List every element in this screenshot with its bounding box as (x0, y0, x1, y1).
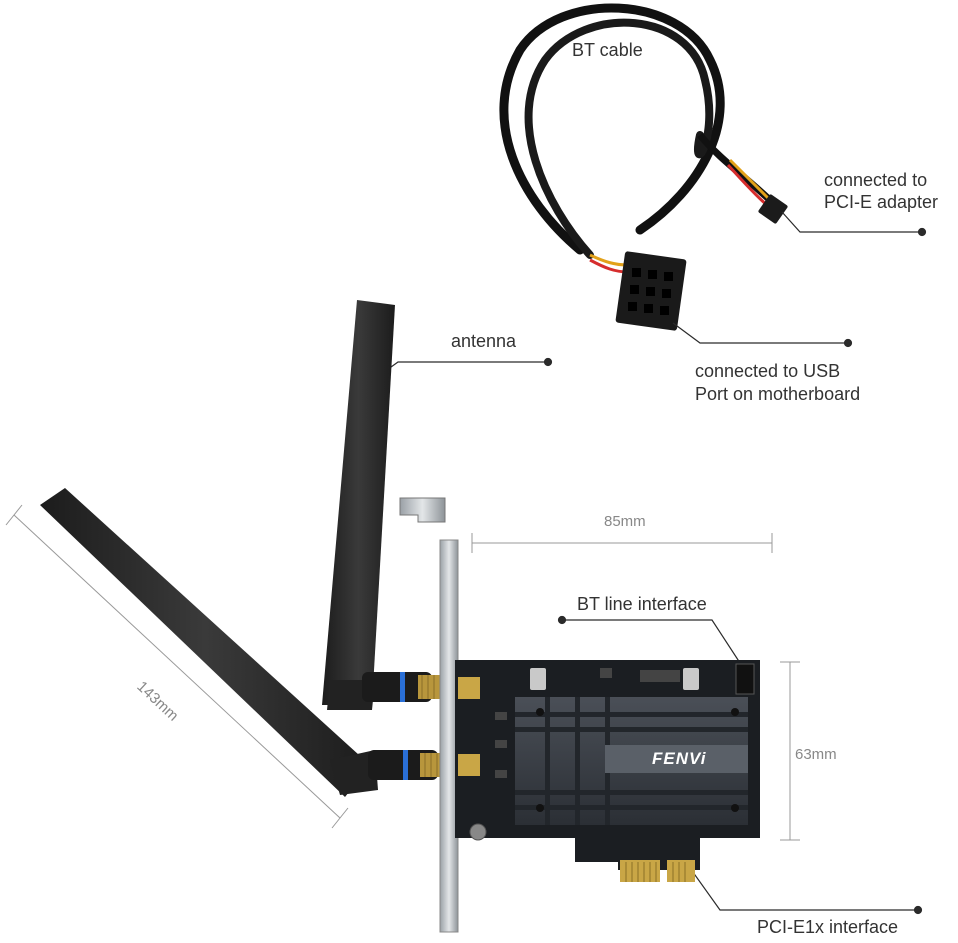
dimension-85mm-line (471, 533, 773, 553)
dimension-63mm-line (780, 661, 800, 841)
gold-contacts-b (667, 860, 695, 882)
bt-line-interface-label: BT line interface (577, 594, 707, 614)
bt-header-pins (735, 663, 755, 695)
connected-usb-label: connected to USB Port on motherboard (695, 361, 861, 405)
dimension-85mm-label: 85mm (604, 513, 646, 530)
connected-pcie-label: connected to PCI-E adapter (824, 170, 939, 212)
bt-cable-label: BT cable (572, 40, 643, 60)
dimension-143mm-line (5, 504, 349, 829)
pcie-card (455, 660, 760, 882)
heatsink-logo: FENVi (652, 749, 707, 768)
pcie-interface-label: PCI-E1x interface (757, 917, 899, 937)
dimension-63mm-label: 63mm (795, 746, 837, 763)
antenna-upright (322, 300, 442, 710)
small-connector (758, 194, 788, 224)
antenna-label: antenna (451, 331, 517, 351)
bt-cable (499, 3, 788, 331)
antenna-diagonal (40, 488, 444, 797)
pcie-bracket (399, 497, 459, 933)
